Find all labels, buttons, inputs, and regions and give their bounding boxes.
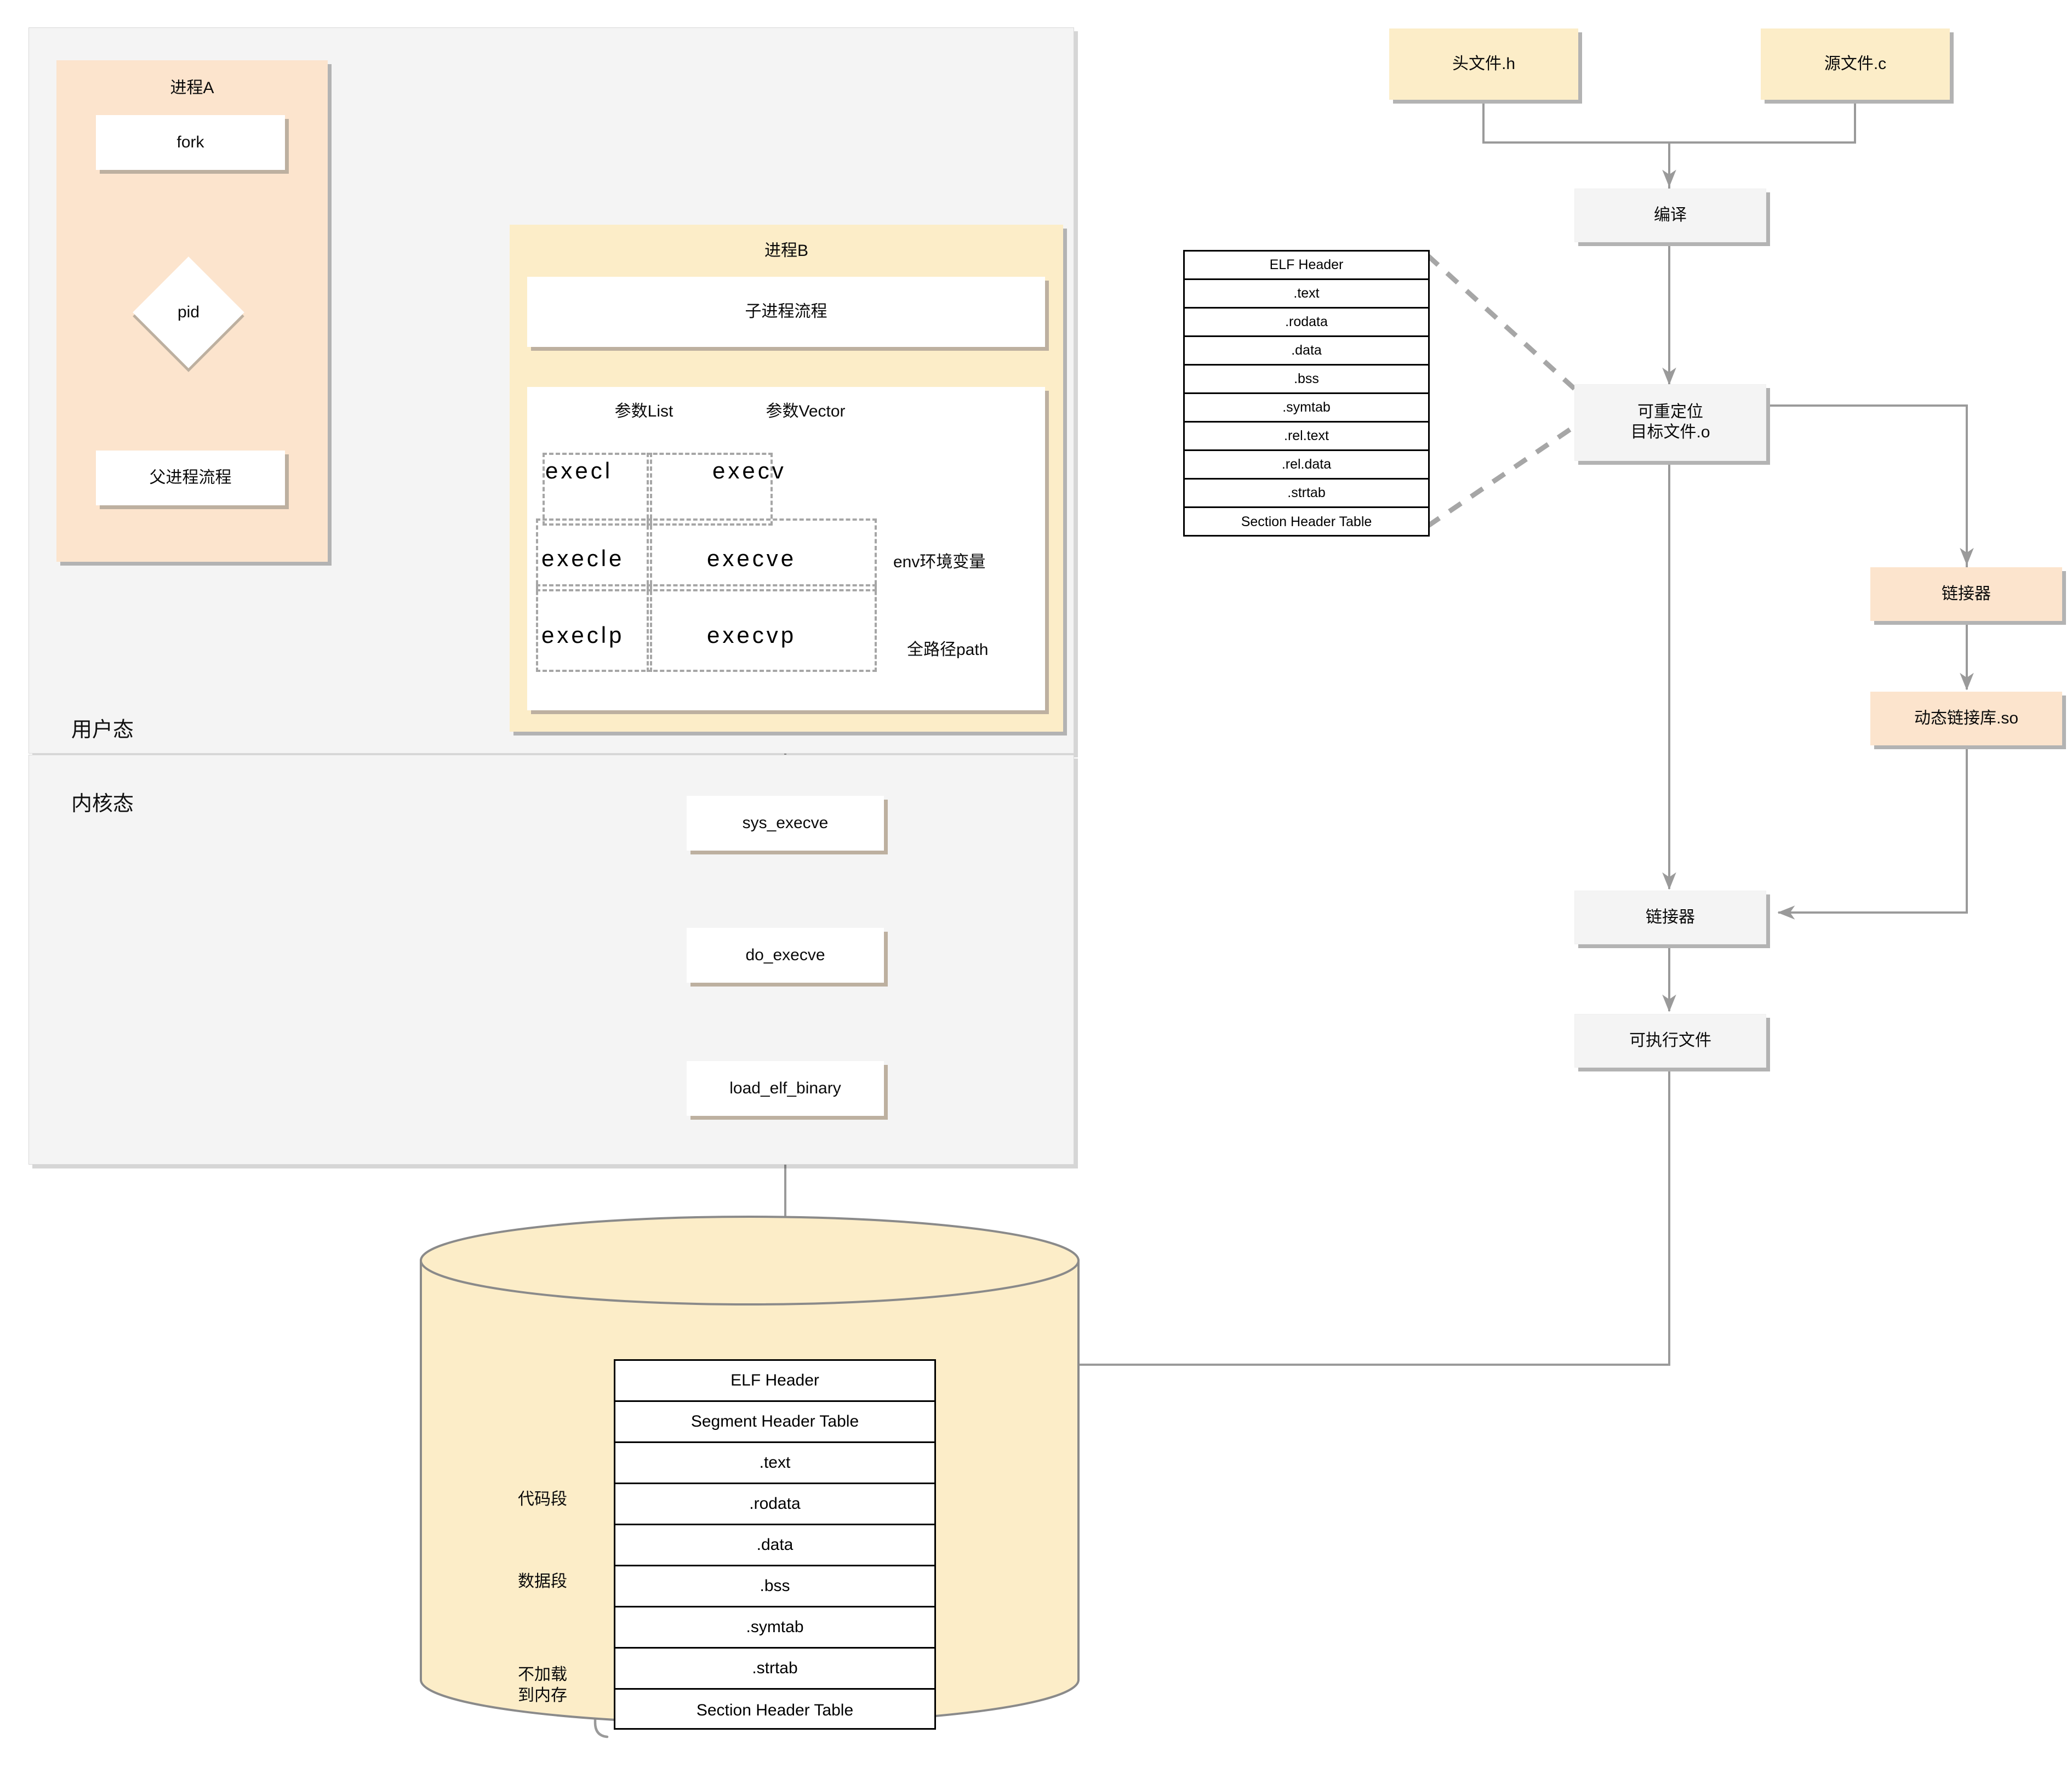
compile-node[interactable]: 编译 <box>1574 189 1766 242</box>
load-elf-binary-node[interactable]: load_elf_binary <box>687 1061 884 1116</box>
memory-image-row: .data <box>615 1525 934 1566</box>
pid-decision-label: pid <box>177 303 200 321</box>
do-execve-node[interactable]: do_execve <box>687 928 884 983</box>
kernel-mode-label: 内核态 <box>71 793 134 816</box>
fork-node[interactable]: fork <box>96 115 285 170</box>
exec-dashed-cell-r3c1 <box>536 584 652 672</box>
exec-label-execl: execl <box>545 458 613 483</box>
object-file-row: Section Header Table <box>1241 514 1372 529</box>
memory-image-row: Segment Header Table <box>615 1402 934 1443</box>
memory-image-row: .symtab <box>615 1607 934 1649</box>
pid-decision-node[interactable]: pid <box>133 256 244 368</box>
memory-image-table: ELF Header Segment Header Table .text .r… <box>614 1359 936 1730</box>
object-file-row: .rodata <box>1185 309 1428 337</box>
relocatable-object-label-line1: 可重定位 <box>1637 403 1703 421</box>
object-file-row: .rel.text <box>1185 423 1428 451</box>
object-file-row: .rel.data <box>1185 451 1428 480</box>
exec-label-execve: execve <box>707 545 797 571</box>
not-loaded-label-line2: 到内存 <box>518 1686 567 1704</box>
parent-flow-node[interactable]: 父进程流程 <box>96 451 285 505</box>
memory-image-row: Section Header Table <box>696 1701 854 1719</box>
exec-row-note-env: env环境变量 <box>893 553 986 571</box>
object-file-row: .text <box>1185 280 1428 309</box>
shared-object-label: 动态链接库.so <box>1914 709 2019 727</box>
header-file-node[interactable]: 头文件.h <box>1389 28 1578 100</box>
arg-vector-header: 参数Vector <box>766 402 846 420</box>
relocatable-object-label-line2: 目标文件.o <box>1630 423 1710 441</box>
exec-dashed-cell-r3c2 <box>647 584 877 672</box>
sys-execve-node[interactable]: sys_execve <box>687 796 884 851</box>
memory-image-row: .text <box>615 1443 934 1484</box>
exec-label-execlp: execlp <box>541 622 625 648</box>
compile-label: 编译 <box>1654 206 1687 224</box>
executable-node[interactable]: 可执行文件 <box>1574 1014 1766 1068</box>
final-linker-node[interactable]: 链接器 <box>1574 891 1766 944</box>
code-segment-label: 代码段 <box>518 1490 567 1508</box>
relocatable-object-node[interactable]: 可重定位 目标文件.o <box>1574 384 1766 461</box>
header-file-label: 头文件.h <box>1452 54 1516 73</box>
exec-dashed-cell-r1c2 <box>647 453 773 526</box>
not-loaded-label-line1: 不加载 <box>518 1666 567 1684</box>
kernel-space-panel <box>28 755 1074 1165</box>
final-linker-label: 链接器 <box>1646 908 1695 926</box>
process-b-title: 进程B <box>764 242 808 260</box>
memory-image-row: .bss <box>615 1566 934 1607</box>
exec-label-execv: execv <box>712 458 786 483</box>
child-flow-label: 子进程流程 <box>745 302 827 321</box>
do-execve-label: do_execve <box>745 945 825 964</box>
object-file-row: .symtab <box>1185 394 1428 423</box>
exec-row-note-path: 全路径path <box>907 641 989 659</box>
executable-label: 可执行文件 <box>1629 1031 1711 1050</box>
exec-label-execle: execle <box>541 545 625 571</box>
object-file-row: .strtab <box>1185 480 1428 508</box>
exec-label-execvp: execvp <box>707 622 797 648</box>
sys-execve-label: sys_execve <box>742 813 829 832</box>
user-mode-label: 用户态 <box>71 719 134 742</box>
child-flow-node[interactable]: 子进程流程 <box>527 277 1045 347</box>
fork-node-label: fork <box>176 133 204 151</box>
shared-object-node[interactable]: 动态链接库.so <box>1870 692 2062 745</box>
memory-image-row: .strtab <box>615 1649 934 1690</box>
data-segment-label: 数据段 <box>518 1572 567 1590</box>
dynamic-linker-node[interactable]: 链接器 <box>1870 567 2062 621</box>
memory-image-row: ELF Header <box>615 1361 934 1402</box>
object-file-row: .data <box>1185 337 1428 366</box>
exec-dashed-cell-r2c1 <box>536 518 652 591</box>
source-file-label: 源文件.c <box>1824 54 1887 73</box>
source-file-node[interactable]: 源文件.c <box>1761 28 1950 100</box>
object-file-row: .bss <box>1185 366 1428 394</box>
load-elf-binary-label: load_elf_binary <box>729 1079 841 1097</box>
exec-dashed-cell-r2c2 <box>647 518 877 591</box>
object-file-row: ELF Header <box>1185 252 1428 280</box>
parent-flow-label: 父进程流程 <box>149 468 232 487</box>
process-a-title: 进程A <box>170 79 214 97</box>
memory-image-row: .rodata <box>615 1484 934 1525</box>
exec-dashed-cell-r1c1 <box>543 453 652 526</box>
dynamic-linker-label: 链接器 <box>1942 584 1991 603</box>
arg-list-header: 参数List <box>614 402 673 420</box>
object-file-section-table: ELF Header .text .rodata .data .bss .sym… <box>1183 250 1430 537</box>
exec-family-panel <box>527 387 1045 710</box>
